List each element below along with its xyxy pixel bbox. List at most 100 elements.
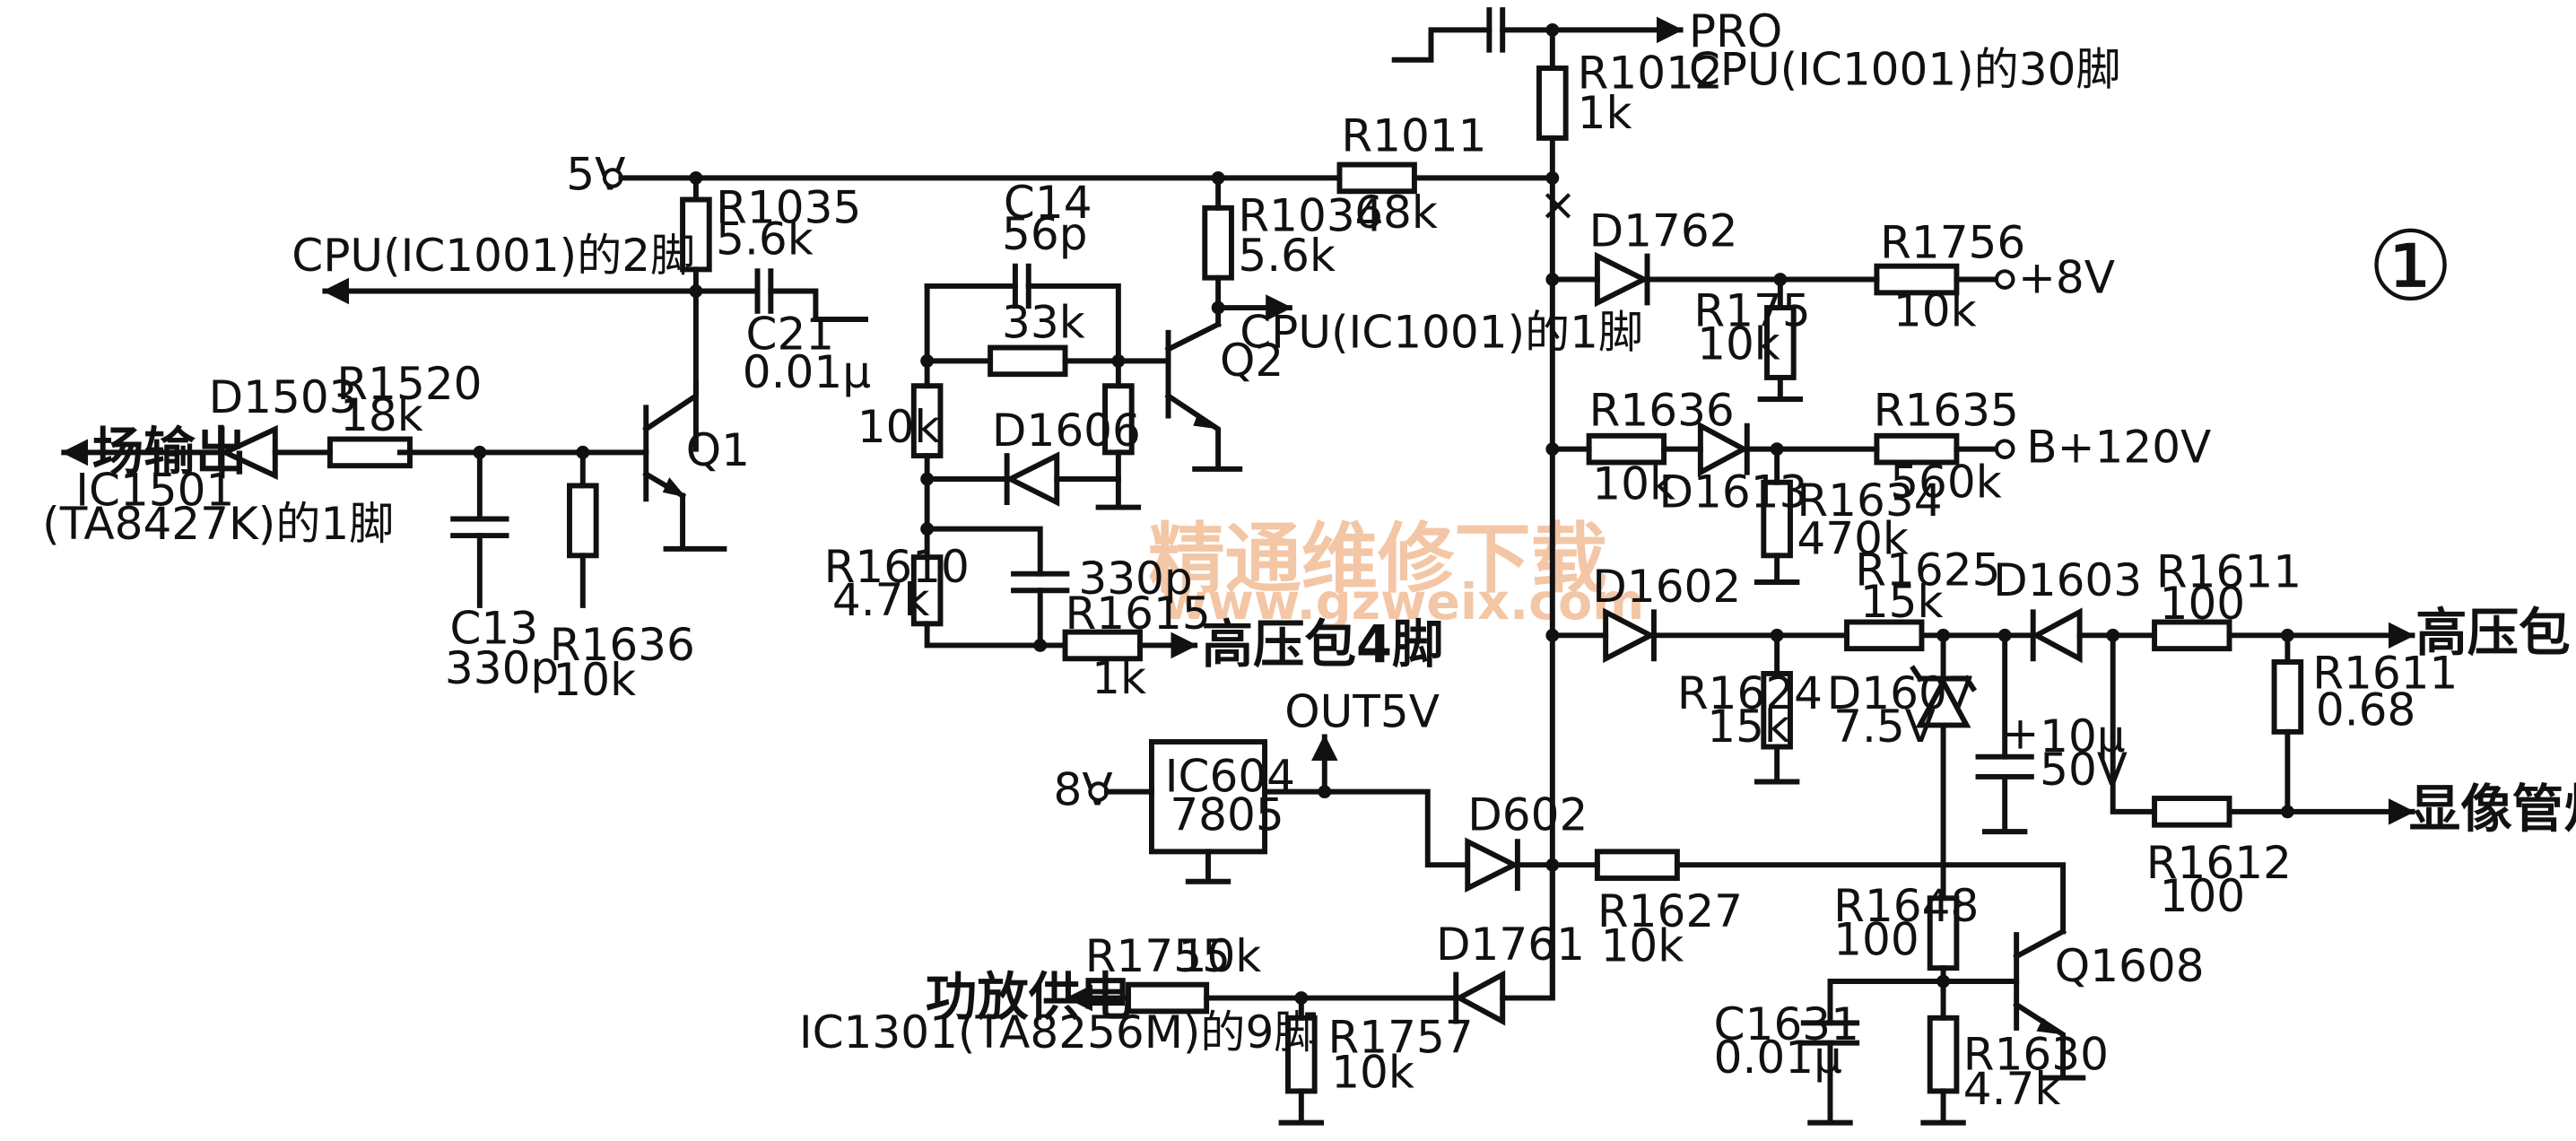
svg-text:IC1301(TA8256M)的9脚: IC1301(TA8256M)的9脚: [799, 1006, 1319, 1058]
svg-text:D1503: D1503: [209, 371, 358, 423]
watermark-url: www.gzweix.com: [1162, 573, 1644, 631]
svg-text:IC1501: IC1501: [75, 465, 234, 517]
svg-text:10k: 10k: [1893, 284, 1977, 336]
pro-section: PRO CPU(IC1001)的30脚 R1012 1k: [1391, 5, 2121, 181]
plus8v-label: +8V: [2018, 251, 2115, 303]
svg-text:0.01μ: 0.01μ: [1714, 1032, 1842, 1084]
hv1-label: 高压包1脚: [2415, 603, 2576, 663]
svg-text:R1624: R1624: [1677, 667, 1823, 719]
svg-text:68k: 68k: [1354, 187, 1438, 239]
svg-text:15k: 15k: [1707, 701, 1790, 753]
crt-heater-label: 显像管灯丝: [2409, 780, 2576, 840]
svg-text:R1612: R1612: [2146, 837, 2292, 889]
out5v-label: OUT5V: [1284, 685, 1440, 737]
svg-text:100: 100: [2160, 870, 2246, 922]
svg-text:D1762: D1762: [1589, 205, 1738, 257]
svg-text:R1610: R1610: [824, 541, 970, 593]
svg-text:R1755: R1755: [1085, 930, 1231, 982]
svg-text:R1035: R1035: [716, 181, 861, 233]
svg-text:470k: 470k: [1797, 512, 1909, 564]
resistor-r1612: [2152, 796, 2232, 828]
svg-text:10k: 10k: [1697, 318, 1780, 370]
svg-text:D602: D602: [1467, 788, 1588, 841]
svg-text:1k: 1k: [1092, 652, 1146, 704]
svg-text:5.6k: 5.6k: [1238, 230, 1336, 282]
b120v-branch: R1636 10k D1613 R1634 470k R1635 560k B+…: [1545, 385, 2211, 585]
svg-text:R175: R175: [1693, 284, 1810, 336]
resistor-r1012: [1536, 65, 1569, 141]
svg-text:100: 100: [2160, 578, 2246, 630]
cpu2-label: CPU(IC1001)的2脚: [292, 230, 695, 282]
svg-text:R1034: R1034: [1238, 190, 1383, 242]
svg-text:10k: 10k: [1179, 930, 1262, 982]
svg-text:330p: 330p: [445, 642, 559, 694]
svg-text:Q2: Q2: [1220, 335, 1284, 387]
svg-text:R1011: R1011: [1341, 110, 1486, 162]
svg-text:Q1608: Q1608: [2055, 940, 2205, 992]
svg-text:R1648: R1648: [1833, 880, 1979, 932]
svg-text:R1615: R1615: [1066, 588, 1211, 640]
svg-text:33k: 33k: [1002, 296, 1085, 348]
svg-text:18k: 18k: [340, 389, 423, 441]
figure-number: ①: [2367, 211, 2453, 323]
svg-text:R1625: R1625: [1855, 544, 2000, 597]
svg-text:R1635: R1635: [1874, 385, 2019, 437]
svg-text:R1611: R1611: [2156, 546, 2302, 598]
svg-text:R1520: R1520: [336, 358, 482, 410]
amp-supply-section: D1761 R1757 10k R1755 10k 功放供电 IC1301(TA…: [799, 862, 1585, 1126]
hv4-label: 高压包4脚: [1202, 614, 1444, 675]
svg-text:7.5V: 7.5V: [1833, 701, 1936, 753]
svg-text:D1607: D1607: [1827, 667, 1976, 719]
q2-section: R1034 5.6k CPU(IC1001)的1脚 Q2 C14 56p 33k…: [824, 175, 1643, 704]
svg-text:C1631: C1631: [1714, 998, 1859, 1050]
b120v-label: B+120V: [2026, 421, 2211, 473]
svg-text:+: +: [2001, 707, 2039, 759]
ic604-section: 8V IC604 7805 OUT5V D602 R1627 10k: [1054, 685, 2067, 972]
svg-text:R1636: R1636: [550, 619, 695, 671]
svg-text:C14: C14: [1004, 177, 1092, 229]
svg-text:×: ×: [1539, 179, 1577, 231]
svg-text:R1636: R1636: [1589, 385, 1735, 437]
svg-text:100: 100: [1833, 913, 1919, 965]
svg-text:7805: 7805: [1170, 788, 1284, 841]
svg-text:D1603: D1603: [1993, 554, 2142, 606]
cpu30-label: CPU(IC1001)的30脚: [1689, 44, 2121, 96]
cpu1-label: CPU(IC1001)的1脚: [1240, 307, 1643, 359]
svg-text:R1630: R1630: [1963, 1028, 2109, 1080]
svg-text:R1634: R1634: [1797, 475, 1942, 527]
svg-text:10k: 10k: [553, 654, 636, 706]
svg-text:D1761: D1761: [1436, 919, 1585, 971]
field-out-label: 场输出: [92, 422, 247, 482]
svg-text:R1756: R1756: [1880, 216, 2025, 268]
amp-supply-label: 功放供电: [926, 967, 1132, 1027]
svg-text:15k: 15k: [1860, 576, 1944, 628]
svg-text:(TA8427K)的1脚: (TA8427K)的1脚: [42, 498, 394, 550]
hv-branch: D1602 R1624 15k R1625 15k D1607 7.5V D16…: [1545, 544, 2576, 922]
svg-text:D1613: D1613: [1658, 466, 1807, 518]
svg-text:10k: 10k: [1601, 920, 1684, 972]
resistor-r1627: [1594, 849, 1680, 881]
resistor-r1611b: [2271, 659, 2304, 735]
svg-text:560k: 560k: [1890, 456, 2002, 508]
svg-text:C13: C13: [449, 603, 538, 655]
watermark-cn: 精通维修下载: [1148, 516, 1607, 605]
svg-text:R1757: R1757: [1328, 1012, 1474, 1064]
svg-text:0.01μ: 0.01μ: [743, 346, 871, 398]
svg-text:5.6k: 5.6k: [716, 213, 814, 266]
svg-text:330p: 330p: [1078, 553, 1192, 605]
svg-text:1k: 1k: [1578, 87, 1632, 139]
svg-text:R1611: R1611: [2312, 648, 2458, 700]
svg-text:D1606: D1606: [992, 405, 1141, 457]
resistor-r1034: [1202, 205, 1234, 281]
svg-text:0.68: 0.68: [2316, 684, 2415, 736]
svg-text:10k: 10k: [1592, 457, 1675, 510]
resistor-r1636a: [567, 483, 599, 559]
plus8v-branch: D1762 R175 10k R1756 10k +8V: [1545, 205, 2115, 402]
svg-text:D1602: D1602: [1592, 561, 1741, 613]
svg-text:56p: 56p: [1002, 208, 1087, 260]
svg-text:4.7k: 4.7k: [1963, 1063, 2061, 1115]
rail-5v: 5V R1011 68k: [566, 110, 1560, 239]
resistor-r1630: [1927, 1015, 1960, 1094]
svg-text:4.7k: 4.7k: [832, 574, 930, 626]
